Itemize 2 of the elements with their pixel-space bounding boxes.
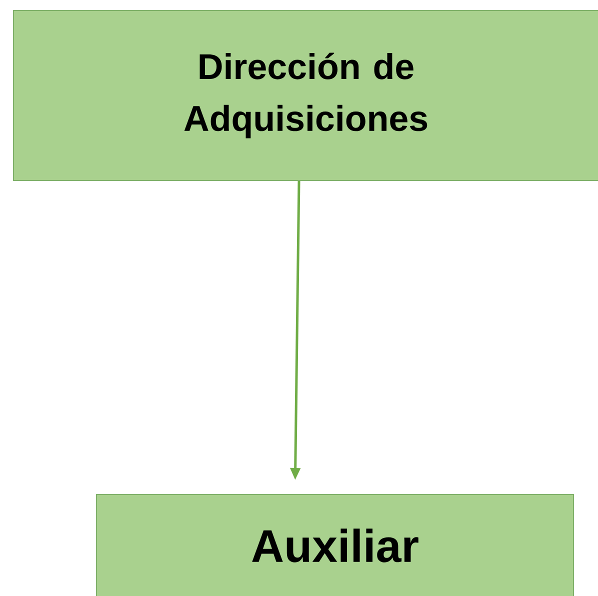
process-box: Dirección de Adquisiciones [13,10,598,181]
process-box: Auxiliar [96,494,574,596]
